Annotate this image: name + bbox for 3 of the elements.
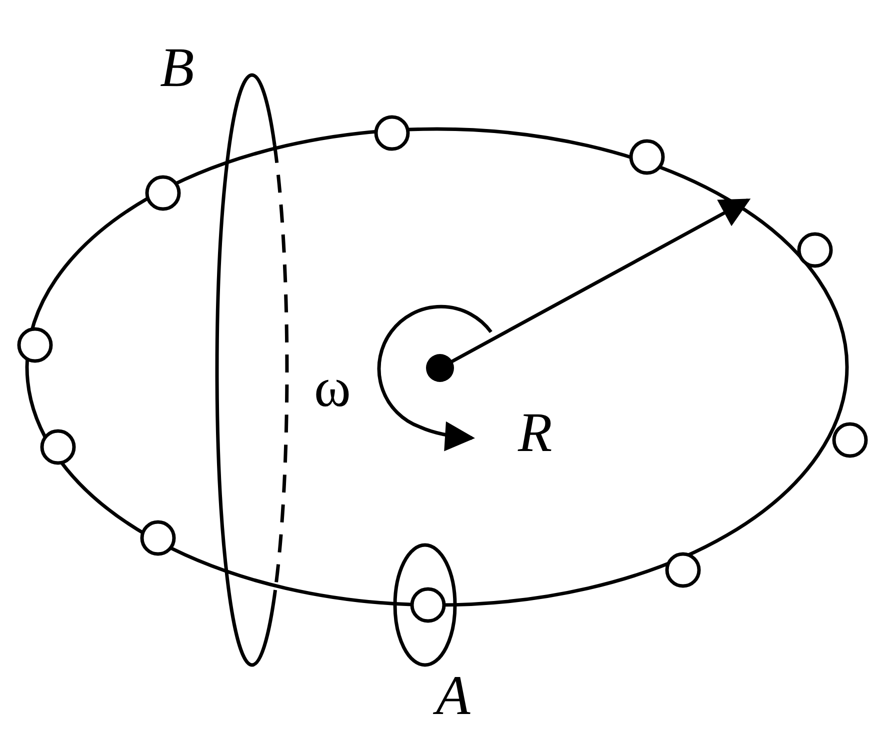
symbol-label: R — [518, 405, 552, 461]
symbol-label: B — [160, 40, 194, 96]
symbol-label: ω — [314, 360, 351, 416]
